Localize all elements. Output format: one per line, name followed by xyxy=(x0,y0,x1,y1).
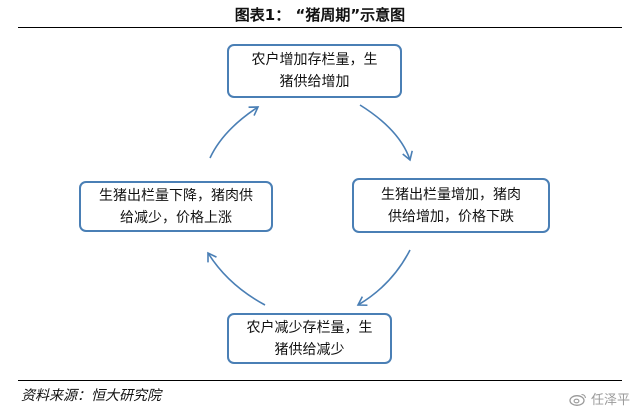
figure-title: 图表1： “猪周期”示意图 xyxy=(234,6,406,24)
node-bottom-line2: 猪供给减少 xyxy=(274,341,345,358)
node-left: 生猪出栏量下降，猪肉供 给减少，价格上涨 xyxy=(79,181,273,232)
arrow-top-to-right xyxy=(359,104,413,162)
arrow-right-to-bottom xyxy=(356,249,411,307)
node-left-line2: 给减少，价格上涨 xyxy=(120,209,232,226)
watermark-text: 任泽平 xyxy=(590,393,630,408)
top-rule xyxy=(18,27,622,28)
arrow-bottom-to-left xyxy=(207,251,266,306)
node-bottom: 农户减少存栏量，生 猪供给减少 xyxy=(227,313,392,364)
bottom-rule xyxy=(18,380,622,381)
node-right-line2: 供给增加，价格下跌 xyxy=(388,208,514,225)
arrow-left-to-top xyxy=(209,106,260,159)
node-left-line1: 生猪出栏量下降，猪肉供 xyxy=(99,187,253,204)
node-right-line1: 生猪出栏量增加，猪肉 xyxy=(381,186,521,203)
node-bottom-line1: 农户减少存栏量，生 xyxy=(246,319,373,336)
node-top: 农户增加存栏量，生 猪供给增加 xyxy=(227,44,402,98)
source-note: 资料来源：恒大研究院 xyxy=(21,388,161,404)
node-top-line1: 农户增加存栏量，生 xyxy=(251,52,378,68)
node-top-line2: 猪供给增加 xyxy=(279,74,350,90)
watermark: 任泽平 xyxy=(569,389,630,408)
weibo-icon xyxy=(569,393,587,406)
node-right: 生猪出栏量增加，猪肉 供给增加，价格下跌 xyxy=(352,178,550,233)
